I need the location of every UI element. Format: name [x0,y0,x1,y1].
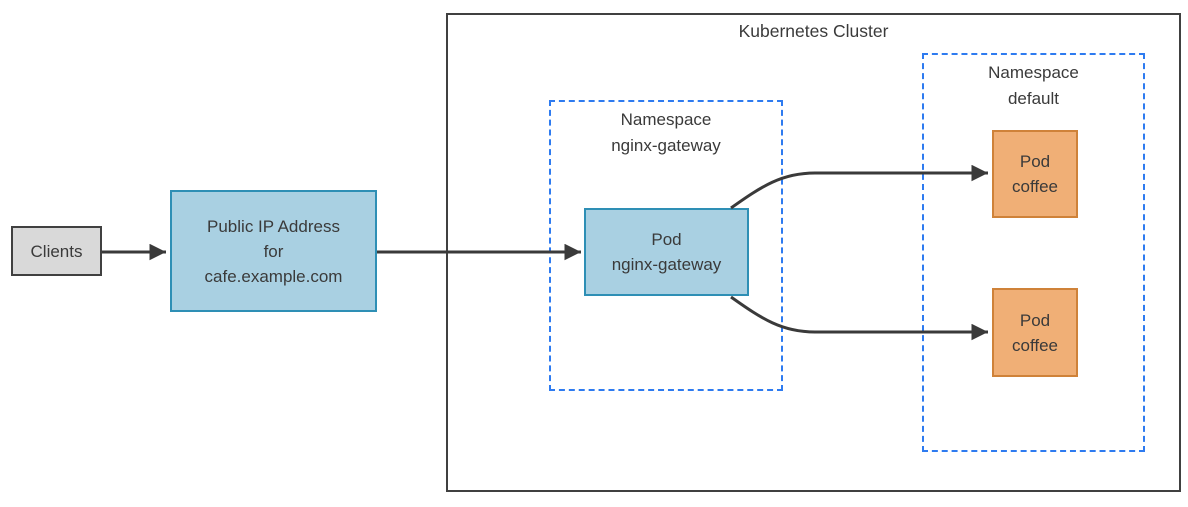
pod-coffee-top-label: Pod coffee [1011,152,1058,196]
pod-nginx-gateway-node: Pod nginx-gateway [584,208,749,296]
public-ip-label: Public IP Address for cafe.example.com [204,216,343,286]
kubernetes-cluster-title: Kubernetes Cluster [738,21,889,41]
namespace-nginx-gateway-title: Namespace nginx-gateway [611,110,721,155]
pod-coffee-bottom-node: Pod coffee [992,288,1078,377]
pod-coffee-bottom-label: Pod coffee [1011,310,1058,355]
clients-label: Clients [30,241,83,261]
namespace-default-title: Namespace default [988,63,1079,108]
pod-nginx-gateway-label: Pod nginx-gateway [611,230,722,274]
namespace-default-box: Namespace default [922,53,1145,452]
pod-coffee-top-node: Pod coffee [992,130,1078,218]
namespace-nginx-gateway-box: Namespace nginx-gateway [549,100,783,391]
public-ip-node: Public IP Address for cafe.example.com [170,190,377,312]
clients-node: Clients [11,226,102,276]
